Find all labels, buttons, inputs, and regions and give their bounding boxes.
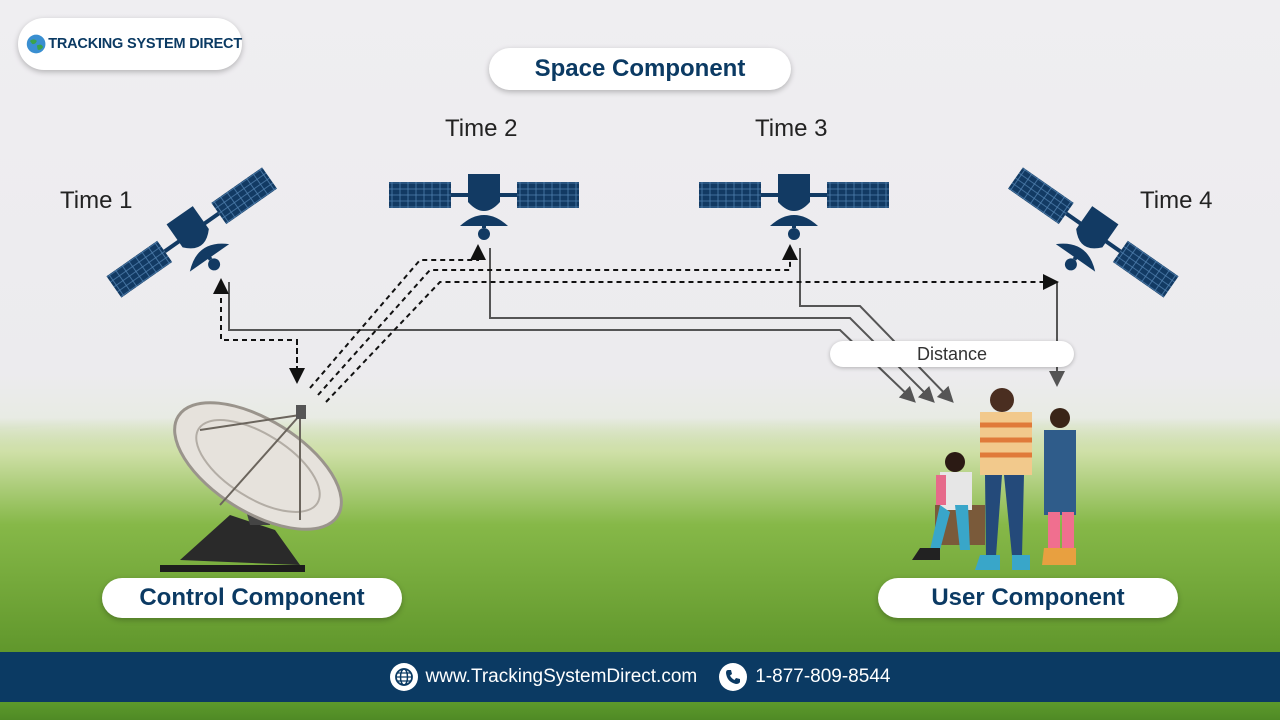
control-component-label: Control Component [102, 578, 402, 618]
control-lines [213, 244, 1059, 403]
globe-icon [389, 663, 418, 691]
phone-text: 1-877-809-8544 [755, 666, 891, 687]
time-2-label: Time 2 [445, 115, 518, 142]
satellite-icon-time2 [389, 174, 579, 240]
brand-name: TRACKING SYSTEM DIRECT [48, 36, 242, 52]
space-component-title: Space Component [489, 48, 791, 90]
brand-logo[interactable]: TRACKING SYSTEM DIRECT [18, 18, 242, 70]
user-component-label: User Component [878, 578, 1178, 618]
satellite-icon-time3 [699, 174, 889, 240]
time-4-label: Time 4 [1140, 187, 1213, 214]
globe-icon [26, 34, 46, 54]
satellite-icon-time1 [101, 160, 296, 324]
grass-strip [0, 702, 1280, 720]
satellite-dish-icon [160, 401, 343, 572]
distance-label: Distance [830, 341, 1074, 367]
phone-link[interactable]: 1-877-809-8544 [719, 663, 890, 691]
website-link[interactable]: www.TrackingSystemDirect.com [389, 663, 698, 691]
time-3-label: Time 3 [755, 115, 828, 142]
satellite-icon-time4 [989, 160, 1184, 324]
time-1-label: Time 1 [60, 187, 133, 214]
phone-icon [719, 663, 748, 691]
footer-bar: www.TrackingSystemDirect.com 1-877-809-8… [0, 652, 1280, 702]
users-illustration [912, 388, 1076, 570]
website-text: www.TrackingSystemDirect.com [425, 666, 698, 687]
